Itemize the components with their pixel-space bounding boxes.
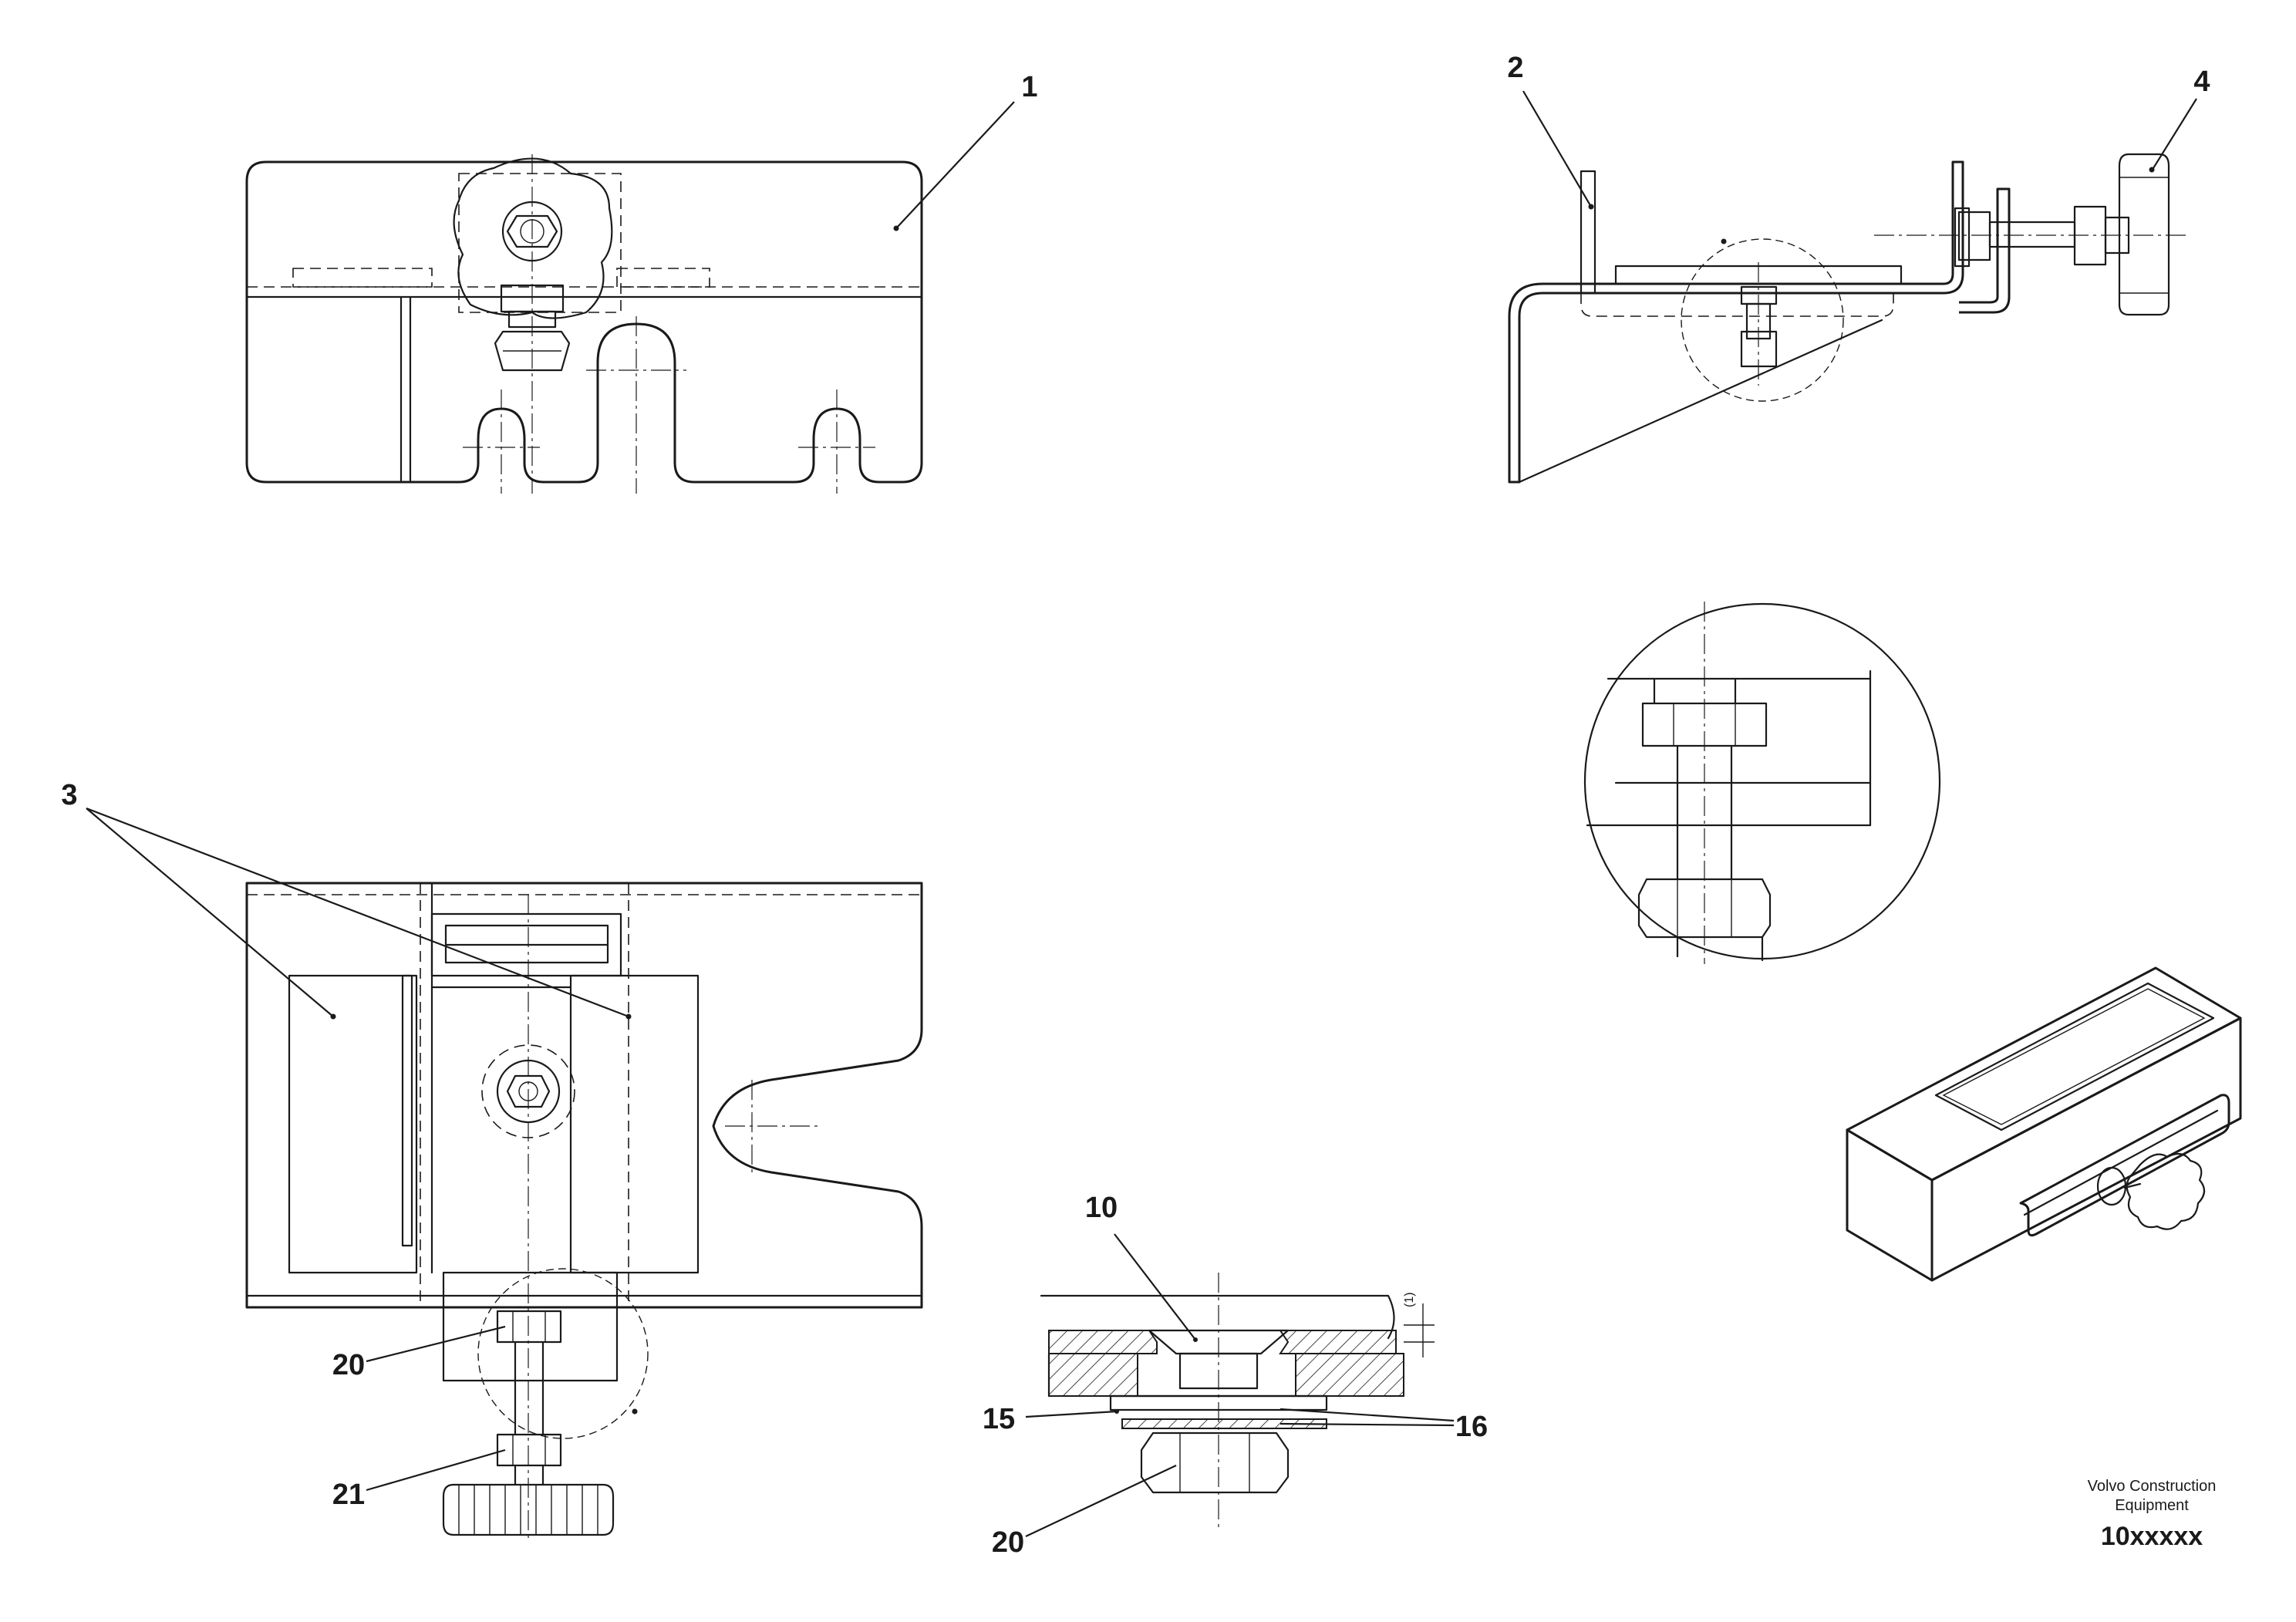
brand-line-1: Volvo Construction	[2088, 1478, 2217, 1495]
callout-20-section: 20	[992, 1526, 1024, 1559]
callout-20-topview: 20	[332, 1349, 365, 1381]
callout-15: 15	[983, 1403, 1015, 1435]
isometric-view	[1846, 966, 2242, 1282]
callout-3: 3	[61, 779, 77, 811]
display-window	[1934, 982, 2215, 1131]
brand-line-2: Equipment	[2115, 1497, 2189, 1514]
callout-2: 2	[1507, 52, 1523, 84]
callout-21: 21	[332, 1479, 365, 1511]
front-view-top-left	[245, 154, 923, 494]
callout-1: 1	[1021, 71, 1037, 103]
detail-view-enlarged	[1583, 602, 1941, 964]
side-view-top-right	[1508, 153, 2190, 484]
document-number: 10xxxxx	[2101, 1522, 2203, 1551]
section-view-bottom-center	[1040, 1273, 1435, 1527]
detail-circle-marker	[1681, 238, 1844, 402]
countersunk-screw-head	[1148, 1329, 1290, 1355]
callout-4: 4	[2193, 66, 2210, 98]
callout-10: 10	[1085, 1192, 1118, 1224]
hex-nut	[1140, 1431, 1290, 1494]
callout-labels: 1 2 4 3 10 15 16 20 20 21 (1)	[61, 52, 2210, 1559]
title-block: Volvo Construction Equipment 10xxxxx	[2088, 1478, 2217, 1551]
top-view-bottom-left	[245, 882, 923, 1543]
leader-lines	[86, 90, 2197, 1537]
clamp-knob	[453, 157, 613, 319]
clamp-knob-side	[2118, 153, 2170, 316]
thumb-wheel	[442, 1483, 615, 1536]
callout-16: 16	[1455, 1411, 1488, 1443]
iso-clamp-knob	[2126, 1152, 2206, 1230]
dimension-label: (1)	[1403, 1292, 1416, 1307]
